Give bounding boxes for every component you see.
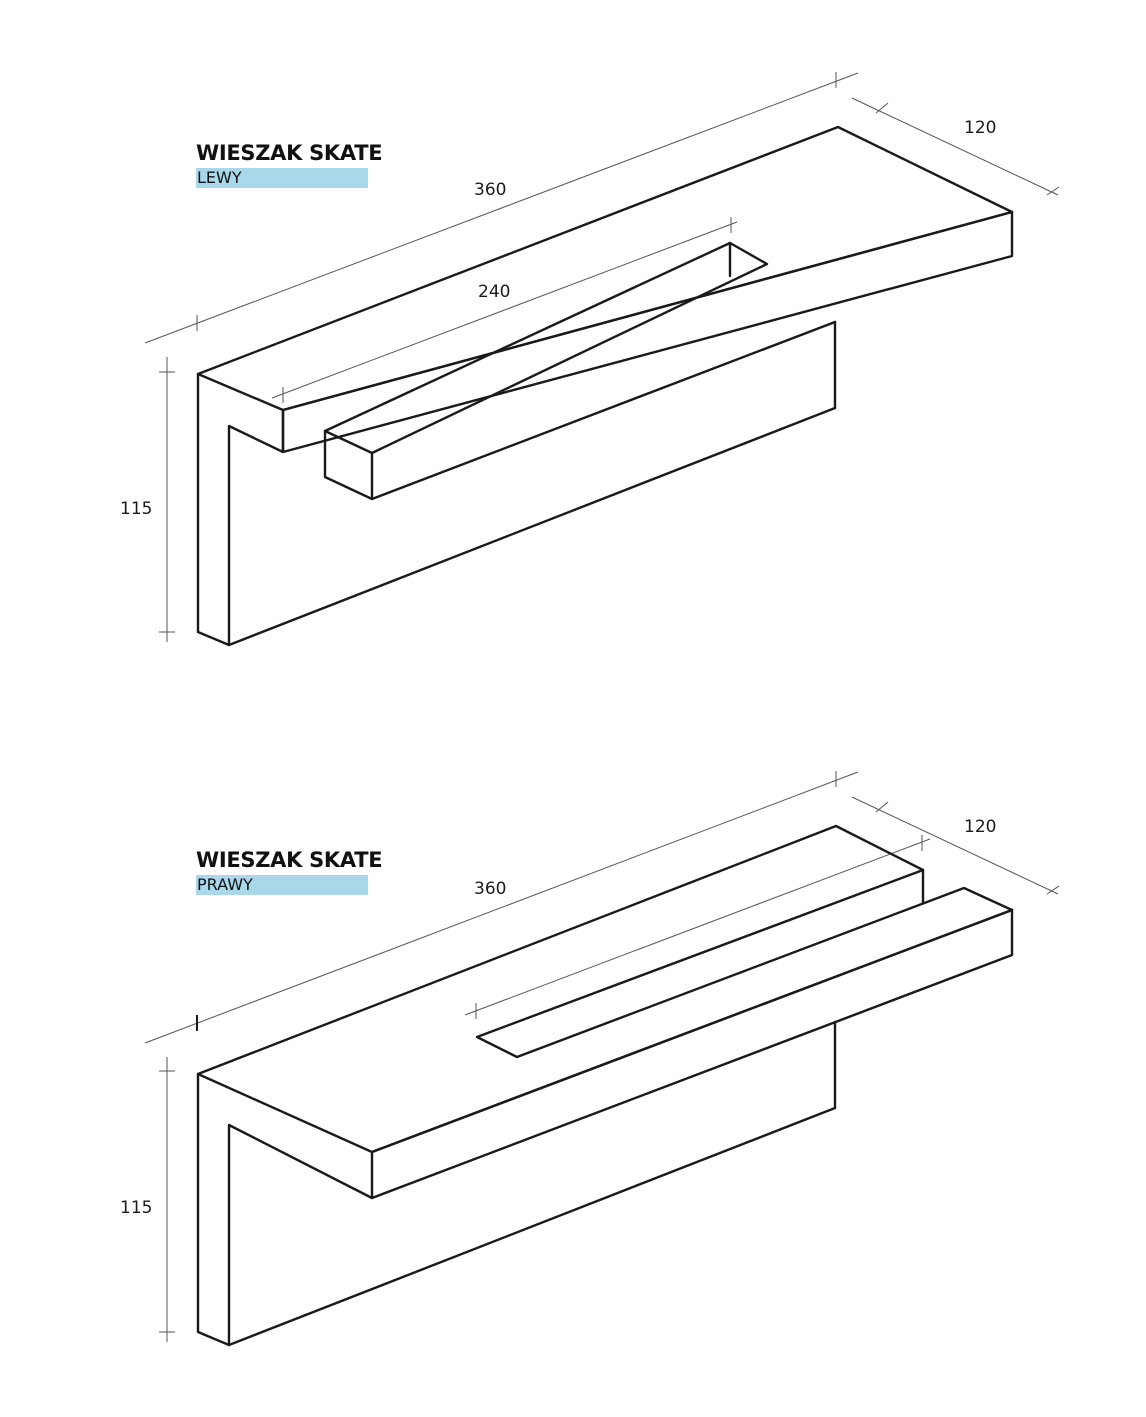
dim-height-right: 115 — [120, 1057, 175, 1342]
dim-slot-left-text: 240 — [478, 282, 510, 302]
hanger-left-body — [196, 125, 1014, 647]
dim-slot-left: 240 — [271, 217, 738, 403]
variant-label-right: PRAWY — [197, 875, 253, 894]
hanger-right-drawing: 360 120 115 — [120, 771, 1060, 1347]
drawing-title-right: WIESZAK SKATE — [196, 848, 383, 872]
drawing-title-left: WIESZAK SKATE — [196, 141, 383, 165]
dim-length-right: 360 — [144, 771, 859, 1044]
hanger-left-drawing: 360 120 240 115 — [120, 72, 1060, 647]
dim-depth-left: 120 — [851, 97, 1060, 196]
dim-length-right-text: 360 — [474, 879, 506, 899]
dim-depth-right: 120 — [851, 796, 1060, 895]
dim-length-left-text: 360 — [474, 180, 506, 200]
dim-length-left: 360 — [144, 72, 859, 344]
dim-slot-right — [464, 835, 931, 1019]
dim-depth-right-text: 120 — [964, 817, 996, 837]
variant-label-bg-right — [196, 875, 368, 895]
dim-height-left-text: 115 — [120, 499, 152, 519]
variant-label-left: LEWY — [197, 168, 242, 187]
dim-height-right-text: 115 — [120, 1198, 152, 1218]
dim-depth-left-text: 120 — [964, 118, 996, 138]
dim-height-left: 115 — [120, 357, 175, 642]
variant-label-bg-left — [196, 168, 368, 188]
hanger-right-body — [196, 824, 1014, 1347]
